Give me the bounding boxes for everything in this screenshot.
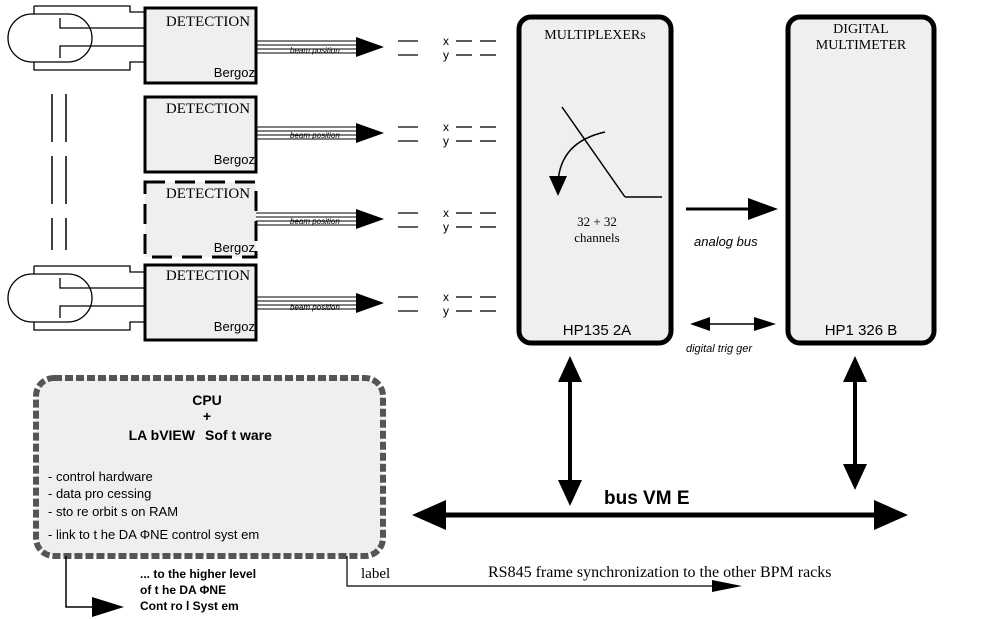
sync-label-tag: label <box>361 566 390 582</box>
detection-box-1: DETECTION Bergoz <box>143 6 258 85</box>
channels-label: channels <box>574 230 619 245</box>
higher-level-line1: ... to the higher level <box>140 567 256 581</box>
beam-position-label: beam position <box>290 303 340 312</box>
cpu-title: CPU <box>192 392 222 408</box>
x-label: x <box>443 290 449 304</box>
multimeter-title-1: DIGITAL <box>833 22 889 37</box>
multimeter-box: DIGITAL MULTIMETER HP1 326 B <box>785 14 937 346</box>
x-label: x <box>443 206 449 220</box>
cpu-plus: + <box>203 408 211 424</box>
detection-box-3: DETECTION Bergoz <box>143 180 258 259</box>
multiplexer-model: HP135 2A <box>563 322 631 339</box>
detection-vendor: Bergoz <box>214 319 255 334</box>
x-label: x <box>443 120 449 134</box>
y-label: y <box>443 304 449 318</box>
sync-text: RS845 frame synchronization to the other… <box>488 564 832 581</box>
beam-row-1: beam position x y <box>256 34 496 62</box>
cpu-software: LA bVIEW <box>129 427 196 443</box>
vme-bus: bus VM E <box>412 488 908 530</box>
cpu-task-4: - link to t he DA ΦNE control syst em <box>48 527 259 542</box>
analog-bus-label: analog bus <box>694 234 758 249</box>
continuation-lines <box>51 94 67 250</box>
detection-title: DETECTION <box>166 101 250 117</box>
cpu-task-1: - control hardware <box>48 469 153 484</box>
detection-title: DETECTION <box>166 14 250 30</box>
beam-row-4: beam position x y <box>256 290 496 318</box>
y-label: y <box>443 48 449 62</box>
multimeter-title-2: MULTIMETER <box>816 38 907 53</box>
digital-trigger-label: digital trig ger <box>686 343 753 355</box>
higher-level-line2: of t he DA ΦNE <box>140 583 226 597</box>
detection-vendor: Bergoz <box>214 65 255 80</box>
cpu-box: CPU + LA bVIEW Sof t ware - control hard… <box>33 375 386 559</box>
pickup-top <box>7 5 146 71</box>
analog-bus-arrow: analog bus <box>686 198 778 249</box>
cpu-software-suffix: Sof t ware <box>205 427 272 443</box>
cpu-task-2: - data pro cessing <box>48 486 151 501</box>
switch-symbol <box>557 106 662 198</box>
cpu-task-3: - sto re orbit s on RAM <box>48 504 178 519</box>
detection-box-4: DETECTION Bergoz <box>143 263 258 342</box>
multimeter-model: HP1 326 B <box>825 322 898 339</box>
beam-position-label: beam position <box>290 46 340 55</box>
digital-trigger-arrow: digital trig ger <box>686 317 776 355</box>
detection-title: DETECTION <box>166 186 250 202</box>
pickup-bottom <box>7 265 146 331</box>
y-label: y <box>443 134 449 148</box>
beam-row-3: beam position x y <box>256 206 496 234</box>
beam-row-2: beam position x y <box>256 120 496 148</box>
multiplexer-title: MULTIPLEXERs <box>544 28 645 43</box>
channels-count: 32 + 32 <box>577 214 617 229</box>
detection-vendor: Bergoz <box>214 240 255 255</box>
switch-arrowhead <box>549 176 567 196</box>
beam-position-label: beam position <box>290 217 340 226</box>
beam-position-label: beam position <box>290 131 340 140</box>
multiplexer-box: MULTIPLEXERs 32 + 32 channels HP135 2A <box>516 14 674 346</box>
detection-vendor: Bergoz <box>214 152 255 167</box>
x-label: x <box>443 34 449 48</box>
sync-link: label RS845 frame synchronization to the… <box>346 556 832 592</box>
detection-title: DETECTION <box>166 268 250 284</box>
vme-bus-label: bus VM E <box>604 488 690 509</box>
higher-level-link: ... to the higher level of t he DA ΦNE C… <box>65 556 256 617</box>
y-label: y <box>443 220 449 234</box>
higher-level-line3: Cont ro l Syst em <box>140 599 239 613</box>
detection-box-2: DETECTION Bergoz <box>143 95 258 174</box>
mux-vme-link <box>558 356 582 506</box>
dmm-vme-link <box>843 356 867 490</box>
